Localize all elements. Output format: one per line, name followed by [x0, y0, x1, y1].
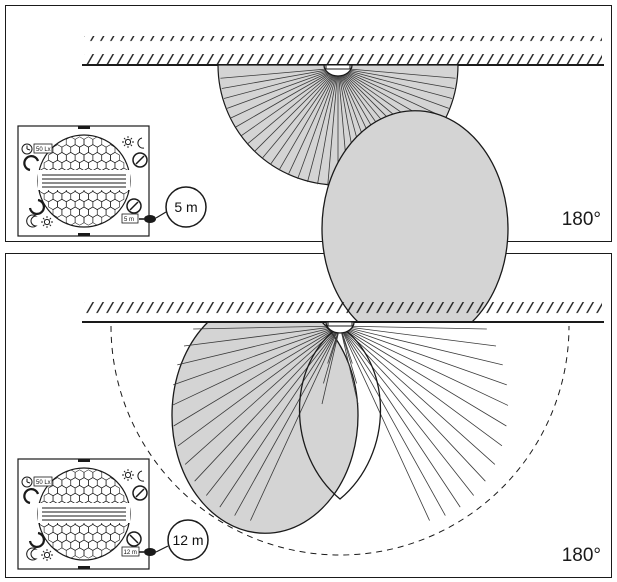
- panel-5m: 50 Lx 5 m: [5, 5, 612, 242]
- diagram-5m: 50 Lx 5 m: [17, 36, 604, 237]
- sun-icon-lower: [41, 549, 53, 561]
- clock-icon: [21, 476, 33, 488]
- lux-label: 50 Lx: [36, 480, 51, 486]
- dial-lower: [126, 198, 142, 214]
- ceiling: [82, 292, 604, 323]
- lux-label: 50 Lx: [36, 147, 51, 153]
- range-callout: 12 m: [155, 519, 209, 561]
- potentiometer-icon: [23, 155, 40, 172]
- ceiling: [82, 36, 604, 66]
- clock-icon: [21, 143, 33, 155]
- angle-label: 180°: [561, 545, 601, 566]
- moon-icon-lower: [26, 547, 38, 561]
- moon-icon-lower: [26, 214, 38, 228]
- sun-icon: [122, 469, 134, 481]
- potentiometer-icon-lower: [28, 531, 45, 548]
- detection-zone-left: [171, 321, 359, 534]
- sensor-face-detail: 50 Lx 12 m: [17, 458, 156, 570]
- dial-lower: [126, 531, 142, 547]
- moon-icon: [137, 137, 145, 149]
- lux-label-box: 50 Lx: [33, 476, 53, 487]
- range-label: 12 m: [172, 532, 203, 548]
- lux-label-box: 50 Lx: [33, 143, 53, 154]
- max-range-outline: [110, 325, 570, 556]
- range-dial-box: 12 m: [121, 546, 140, 557]
- sensor-head: [325, 321, 355, 334]
- lens-icon: [37, 467, 131, 561]
- dial-upper: [132, 485, 148, 501]
- range-callout: 5 m: [155, 186, 207, 228]
- detection-rays: [171, 325, 509, 521]
- dial-upper: [132, 152, 148, 168]
- sun-icon: [122, 136, 134, 148]
- range-dial-label: 12 m: [124, 550, 137, 556]
- diagram-12m: 50 Lx 12 m: [17, 110, 604, 570]
- detection-zone-right: [321, 110, 509, 323]
- sensor-face-detail: 50 Lx 5 m: [17, 125, 156, 237]
- screwdriver-icon: [139, 215, 156, 223]
- sensor-head: [323, 64, 353, 77]
- screwdriver-icon: [139, 548, 156, 556]
- range-label: 5 m: [174, 199, 197, 215]
- panel-12m: 50 Lx 12 m: [5, 110, 612, 578]
- angle-label: 180°: [561, 209, 601, 230]
- overlap-zone: [298, 325, 382, 500]
- potentiometer-icon: [23, 488, 40, 505]
- sun-icon-lower: [41, 216, 53, 228]
- range-dial-label: 5 m: [124, 217, 134, 223]
- range-dial-box: 5 m: [121, 213, 139, 224]
- moon-icon: [137, 470, 145, 482]
- potentiometer-icon-lower: [28, 198, 45, 215]
- lens-icon: [37, 134, 131, 228]
